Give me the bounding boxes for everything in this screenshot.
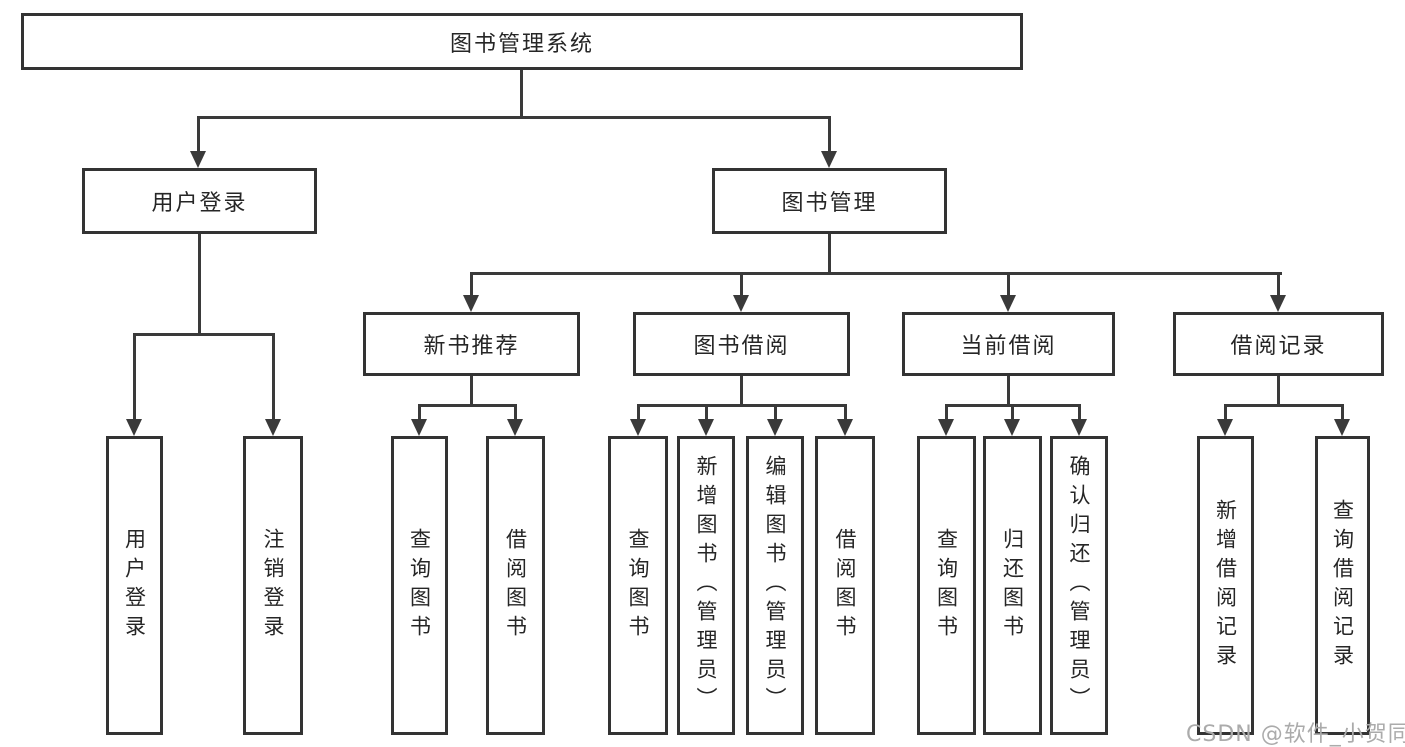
leaf-confirm-return-admin-label: 确认归还（管理员）	[1067, 455, 1091, 716]
arrowhead-icon	[190, 151, 206, 168]
arrowhead-icon	[698, 419, 714, 436]
leaf-borrow-books-recommend: 借阅图书	[486, 436, 545, 735]
leaf-user-login: 用户登录	[106, 436, 163, 735]
node-borrow-records-label: 借阅记录	[1230, 334, 1327, 359]
leaf-edit-book-admin-label: 编辑图书（管理员）	[763, 455, 787, 716]
leaf-query-books-current: 查询图书	[917, 436, 976, 735]
arrowhead-icon	[1270, 295, 1286, 312]
connector-line	[197, 116, 831, 119]
connector-line	[197, 116, 200, 154]
arrowhead-icon	[411, 419, 427, 436]
leaf-add-book-admin: 新增图书（管理员）	[677, 436, 735, 735]
connector-line	[1078, 404, 1081, 421]
arrowhead-icon	[1004, 419, 1020, 436]
connector-line	[740, 376, 743, 406]
arrowhead-icon	[1334, 419, 1350, 436]
connector-line	[637, 404, 845, 407]
node-book-borrowing-label: 图书借阅	[693, 334, 790, 359]
arrowhead-icon	[837, 419, 853, 436]
node-book-management-label: 图书管理	[781, 191, 878, 216]
arrowhead-icon	[507, 419, 523, 436]
leaf-borrow-books-borrowing: 借阅图书	[815, 436, 875, 735]
connector-line	[705, 404, 708, 421]
connector-line	[418, 404, 516, 407]
connector-line	[470, 272, 473, 296]
connector-line	[844, 404, 847, 421]
node-user-login-label: 用户登录	[151, 191, 248, 216]
connector-line	[1007, 272, 1010, 296]
leaf-borrow-books-borrowing-label: 借阅图书	[833, 527, 857, 644]
connector-line	[133, 333, 136, 420]
connector-line	[272, 333, 275, 420]
connector-line	[740, 272, 743, 296]
connector-line	[520, 70, 523, 118]
node-root-label: 图书管理系统	[449, 31, 594, 57]
node-book-management: 图书管理	[712, 168, 947, 234]
leaf-user-login-label: 用户登录	[122, 527, 147, 644]
leaf-query-borrow-record-label: 查询借阅记录	[1330, 498, 1355, 673]
connector-line	[1011, 404, 1014, 421]
connector-line	[828, 234, 831, 274]
connector-line	[1277, 376, 1280, 406]
leaf-borrow-books-recommend-label: 借阅图书	[503, 527, 528, 644]
leaf-edit-book-admin: 编辑图书（管理员）	[746, 436, 804, 735]
leaf-add-borrow-record: 新增借阅记录	[1197, 436, 1254, 735]
leaf-logout: 注销登录	[243, 436, 303, 735]
arrowhead-icon	[821, 151, 837, 168]
leaf-logout-label: 注销登录	[261, 527, 285, 644]
leaf-query-borrow-record: 查询借阅记录	[1315, 436, 1370, 735]
leaf-query-books-recommend: 查询图书	[391, 436, 448, 735]
arrowhead-icon	[463, 295, 479, 312]
arrowhead-icon	[126, 419, 142, 436]
leaf-confirm-return-admin: 确认归还（管理员）	[1050, 436, 1108, 735]
node-borrow-records: 借阅记录	[1173, 312, 1384, 376]
leaf-add-borrow-record-label: 新增借阅记录	[1213, 498, 1238, 673]
arrowhead-icon	[1217, 419, 1233, 436]
watermark-text: CSDN @软件_小贺同学	[1186, 722, 1405, 747]
node-new-book-recommend-label: 新书推荐	[423, 334, 520, 359]
node-current-borrowing: 当前借阅	[902, 312, 1115, 376]
leaf-query-books-current-label: 查询图书	[934, 527, 959, 644]
connector-line	[774, 404, 777, 421]
node-current-borrowing-label: 当前借阅	[960, 334, 1057, 359]
node-book-borrowing: 图书借阅	[633, 312, 850, 376]
arrowhead-icon	[265, 419, 281, 436]
connector-line	[418, 404, 421, 421]
node-new-book-recommend: 新书推荐	[363, 312, 580, 376]
connector-line	[133, 333, 274, 336]
node-root: 图书管理系统	[21, 13, 1023, 70]
leaf-return-books: 归还图书	[983, 436, 1042, 735]
leaf-return-books-label: 归还图书	[1000, 527, 1025, 644]
connector-line	[1277, 272, 1280, 296]
arrowhead-icon	[767, 419, 783, 436]
arrowhead-icon	[1000, 295, 1016, 312]
connector-line	[1341, 404, 1344, 421]
arrowhead-icon	[938, 419, 954, 436]
connector-line	[1224, 404, 1342, 407]
watermark: CSDN @软件_小贺同学	[1186, 716, 1405, 747]
connector-line	[828, 116, 831, 154]
node-user-login: 用户登录	[82, 168, 317, 234]
connector-line	[514, 404, 517, 421]
connector-line	[198, 234, 201, 335]
connector-line	[470, 376, 473, 406]
connector-line	[1224, 404, 1227, 421]
arrowhead-icon	[630, 419, 646, 436]
connector-line	[1007, 376, 1010, 406]
connector-line	[637, 404, 640, 421]
leaf-query-books-recommend-label: 查询图书	[407, 527, 432, 644]
leaf-query-books-borrowing-label: 查询图书	[626, 527, 650, 644]
arrowhead-icon	[733, 295, 749, 312]
arrowhead-icon	[1071, 419, 1087, 436]
connector-line	[945, 404, 948, 421]
leaf-add-book-admin-label: 新增图书（管理员）	[694, 455, 718, 716]
leaf-query-books-borrowing: 查询图书	[608, 436, 668, 735]
connector-line	[470, 272, 1282, 275]
